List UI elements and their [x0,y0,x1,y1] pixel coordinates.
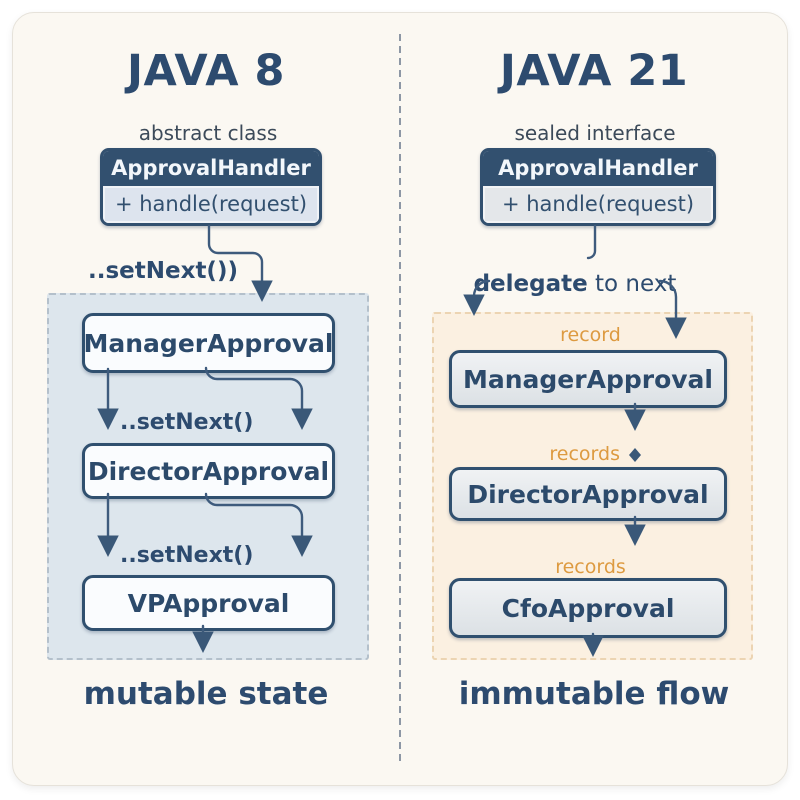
delegate-word: delegate [473,271,588,297]
left-column-title: JAVA 8 [127,46,285,96]
left-class-box: ApprovalHandler + handle(request) [100,148,322,226]
left-class-name: ApprovalHandler [103,151,319,186]
left-type-label: abstract class [138,121,278,145]
left-caption: mutable state [83,676,329,712]
left-node-director: DirectorApproval [82,443,335,499]
right-node-manager: ManagerApproval [449,350,727,408]
right-class-box: ApprovalHandler + handle(request) [480,148,716,226]
to-next-words: to next [587,271,677,297]
right-class-name: ApprovalHandler [483,151,713,186]
record-tag-2: records [549,443,620,465]
right-caption: immutable flow [458,676,730,712]
right-column-title: JAVA 21 [499,46,689,96]
right-class-method: + handle(request) [483,186,713,223]
right-node-director: DirectorApproval [449,467,727,521]
left-class-method: + handle(request) [103,186,319,223]
delegate-to-next-label: delegate to next [460,271,690,297]
left-setnext-label-1: ..setNext() [120,410,254,435]
record-tag-1: record [560,324,621,346]
record-tag-3: records [555,556,626,578]
right-node-cfo: CfoApproval [449,578,727,638]
column-divider [399,34,401,766]
left-setnext-label-2: ..setNext() [120,543,254,568]
left-node-vp: VPApproval [82,575,335,631]
right-type-label: sealed interface [514,121,676,145]
left-node-manager: ManagerApproval [82,313,335,373]
left-setnext-top-label: ..setNext()) [88,258,238,284]
